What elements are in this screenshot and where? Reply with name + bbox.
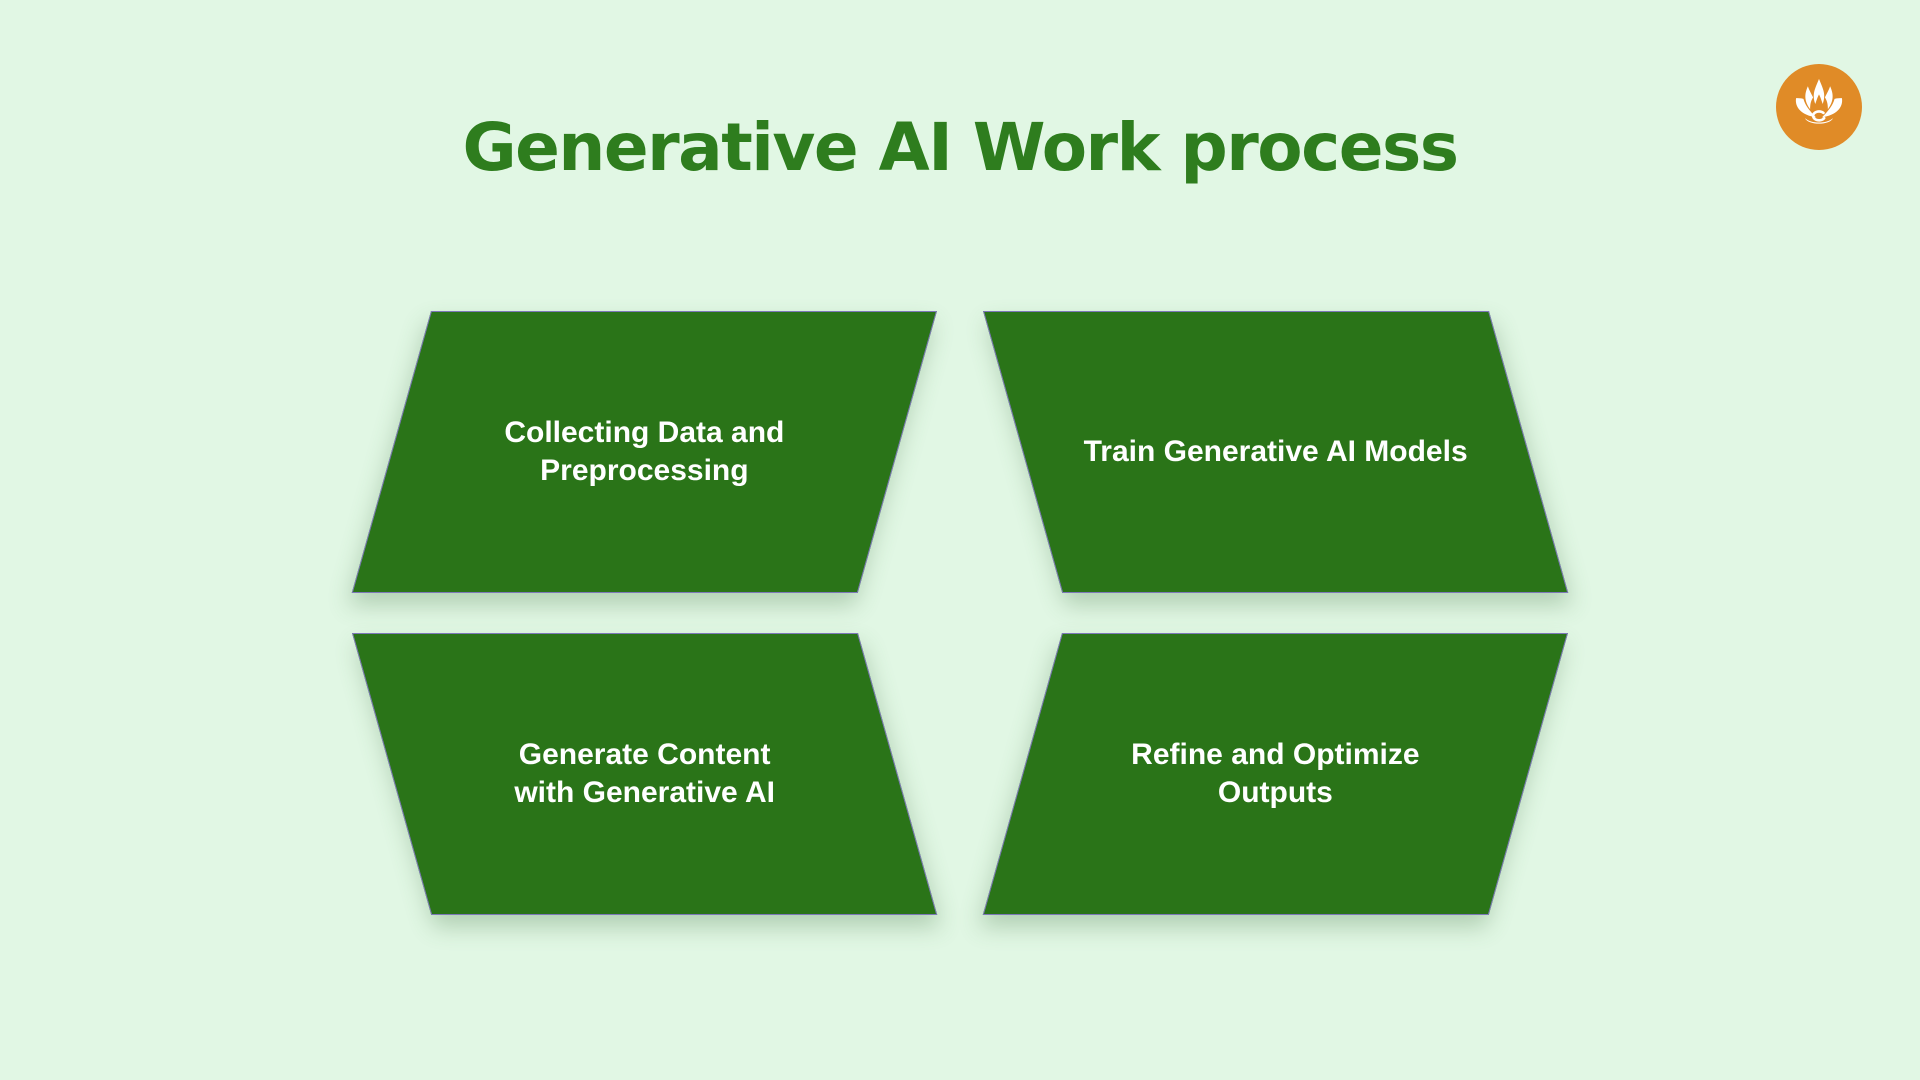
- step-label: Generate Content with Generative AI: [514, 738, 775, 809]
- step-label: Train Generative AI Models: [1083, 435, 1468, 468]
- page-title: Generative AI Work process: [462, 109, 1459, 186]
- lotus-icon: [1795, 78, 1843, 124]
- step-card-train-models: Train Generative AI Models: [983, 311, 1569, 593]
- step-card-refine-outputs: Refine and Optimize Outputs: [982, 633, 1568, 915]
- brand-logo: [1776, 64, 1862, 150]
- step-card-generate-content: Generate Content with Generative AI: [352, 633, 938, 915]
- step-card-inner: Train Generative AI Models: [1024, 312, 1528, 592]
- step-card-inner: Generate Content with Generative AI: [393, 634, 897, 914]
- step-card-inner: Collecting Data and Preprocessing: [392, 312, 896, 592]
- step-card-collect-data: Collecting Data and Preprocessing: [351, 311, 937, 593]
- step-label: Collecting Data and Preprocessing: [504, 416, 785, 487]
- step-card-inner: Refine and Optimize Outputs: [1023, 634, 1527, 914]
- step-label: Refine and Optimize Outputs: [1131, 738, 1420, 809]
